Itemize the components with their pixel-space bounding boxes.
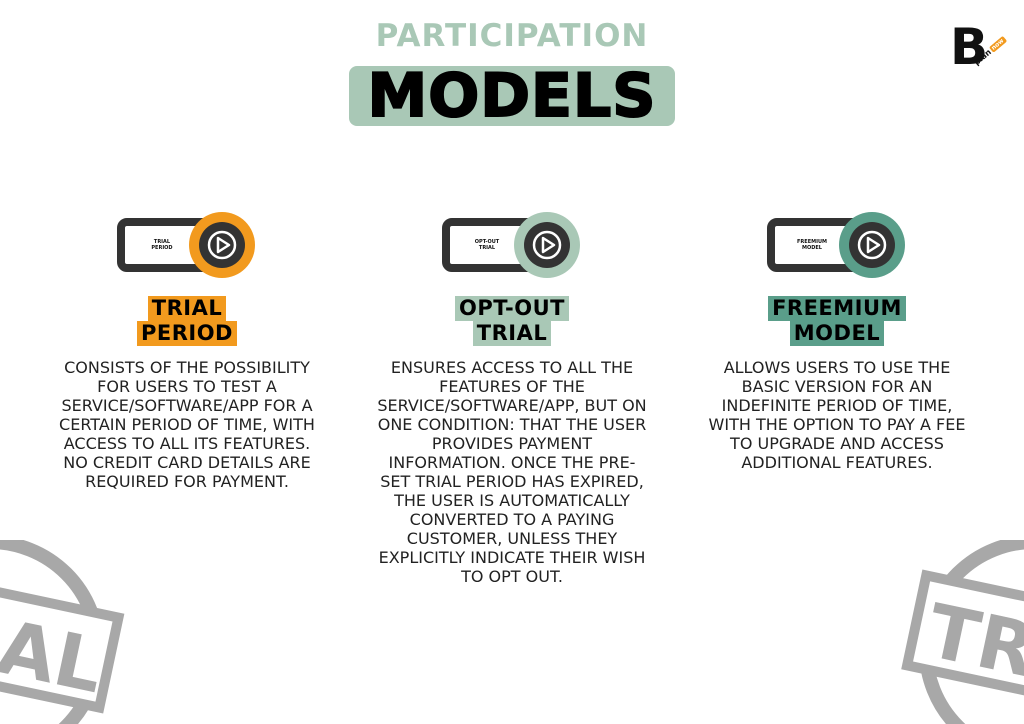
play-button-icon xyxy=(189,212,255,278)
page-title-box: MODELS xyxy=(349,61,675,131)
page-title: MODELS xyxy=(367,61,657,131)
model-trial-period: TRIAL PERIOD TRIAL PERIOD CONSISTS OF TH… xyxy=(42,212,332,491)
model-title-line1: TRIAL xyxy=(147,296,227,321)
play-button-icon xyxy=(514,212,580,278)
trial-stamp-right: TRI xyxy=(901,540,1024,724)
play-icon xyxy=(532,230,562,260)
video-player-icon: TRIAL PERIOD xyxy=(117,212,257,284)
player-label: TRIAL PERIOD xyxy=(151,239,173,251)
play-icon xyxy=(857,230,887,260)
logo-tag: now xyxy=(988,36,1007,54)
model-title: OPT-OUT TRIAL xyxy=(455,296,569,346)
model-title-line2: PERIOD xyxy=(136,321,237,346)
logo-letter: B xyxy=(950,18,989,76)
player-label: FREEMIUM MODEL xyxy=(797,239,827,251)
model-title-line2: TRIAL xyxy=(472,321,552,346)
model-description: CONSISTS OF THE POSSIBILITY FOR USERS TO… xyxy=(59,358,315,491)
page-subtitle: PARTICIPATION xyxy=(375,18,649,54)
trial-stamp-left: IAL xyxy=(0,540,125,724)
model-title: FREEMIUM MODEL xyxy=(768,296,906,346)
model-description: ENSURES ACCESS TO ALL THE FEATURES OF TH… xyxy=(377,358,647,586)
model-title: TRIAL PERIOD xyxy=(136,296,237,346)
model-title-line1: OPT-OUT xyxy=(455,296,569,321)
model-description: ALLOWS USERS TO USE THE BASIC VERSION FO… xyxy=(708,358,966,472)
video-player-icon: OPT-OUT TRIAL xyxy=(442,212,582,284)
play-icon xyxy=(207,230,237,260)
brand-logo: B plan now xyxy=(950,22,1012,80)
model-freemium: FREEMIUM MODEL FREEMIUM MODEL ALLOWS USE… xyxy=(692,212,982,472)
video-player-icon: FREEMIUM MODEL xyxy=(767,212,907,284)
player-label: OPT-OUT TRIAL xyxy=(474,239,500,251)
model-title-line1: FREEMIUM xyxy=(768,296,906,321)
model-title-line2: MODEL xyxy=(789,321,885,346)
play-button-icon xyxy=(839,212,905,278)
model-opt-out-trial: OPT-OUT TRIAL OPT-OUT TRIAL ENSURES ACCE… xyxy=(367,212,657,586)
